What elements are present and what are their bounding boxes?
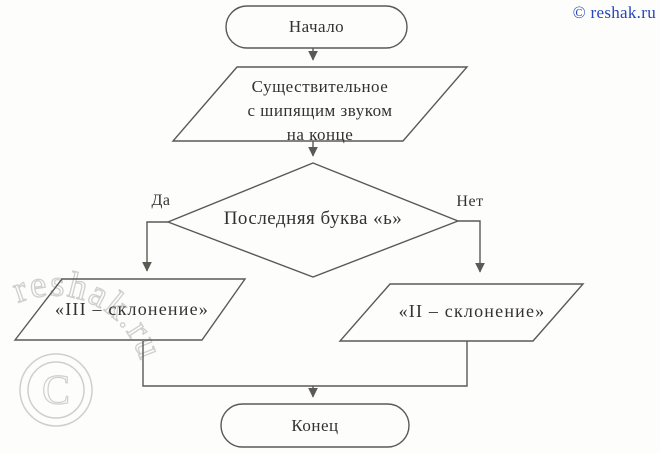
end-terminator-shape [220, 403, 410, 448]
decision-diamond-shape [166, 162, 460, 278]
watermark-inner-ring [27, 361, 85, 419]
input-label: Существительное с шипящим звуком на конц… [247, 77, 393, 144]
connector-no-branch [458, 220, 485, 273]
branch-no-label: Нет [456, 193, 484, 210]
watermark-copyright-stamp: C reshak.ru [7, 263, 170, 427]
connector-merge [142, 341, 468, 387]
input-parallelogram-shape [171, 66, 469, 142]
start-label: Начало [288, 17, 345, 36]
result-no-label: «II – склонение» [398, 301, 546, 321]
connector-yes-branch [142, 221, 168, 272]
end-label: Конец [291, 416, 339, 435]
watermark-c-glyph: C [42, 368, 70, 414]
decision-label: Последняя буква «ь» [223, 208, 403, 229]
reshak-credit: © reshak.ru [572, 3, 656, 22]
branch-yes-label: Да [151, 192, 171, 209]
watermark-outer-ring [19, 353, 93, 427]
result-yes-label: «III – склонение» [55, 299, 209, 319]
start-terminator-shape [225, 5, 408, 49]
result-no-parallelogram-shape [338, 283, 585, 342]
result-yes-parallelogram-shape [13, 278, 247, 341]
